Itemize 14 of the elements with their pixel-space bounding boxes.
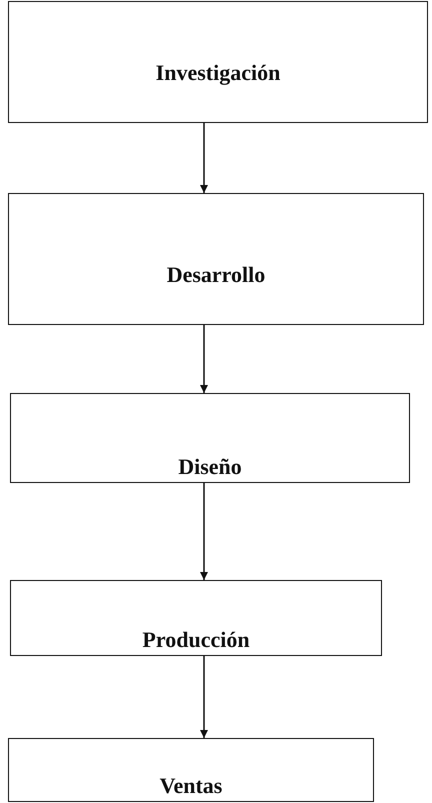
- step-label: Investigación: [156, 60, 280, 86]
- step-label: Desarrollo: [166, 262, 266, 288]
- arrow: [200, 325, 208, 393]
- process-box: [8, 193, 424, 325]
- step-label: Ventas: [160, 773, 222, 799]
- arrow: [200, 656, 208, 738]
- arrow: [200, 483, 208, 580]
- process-box: [10, 580, 382, 656]
- step-label: Producción: [142, 627, 250, 653]
- process-box: [8, 1, 428, 123]
- process-box: [10, 393, 410, 483]
- process-box: [8, 738, 374, 802]
- step-label: Diseño: [178, 454, 242, 480]
- arrow: [200, 123, 208, 193]
